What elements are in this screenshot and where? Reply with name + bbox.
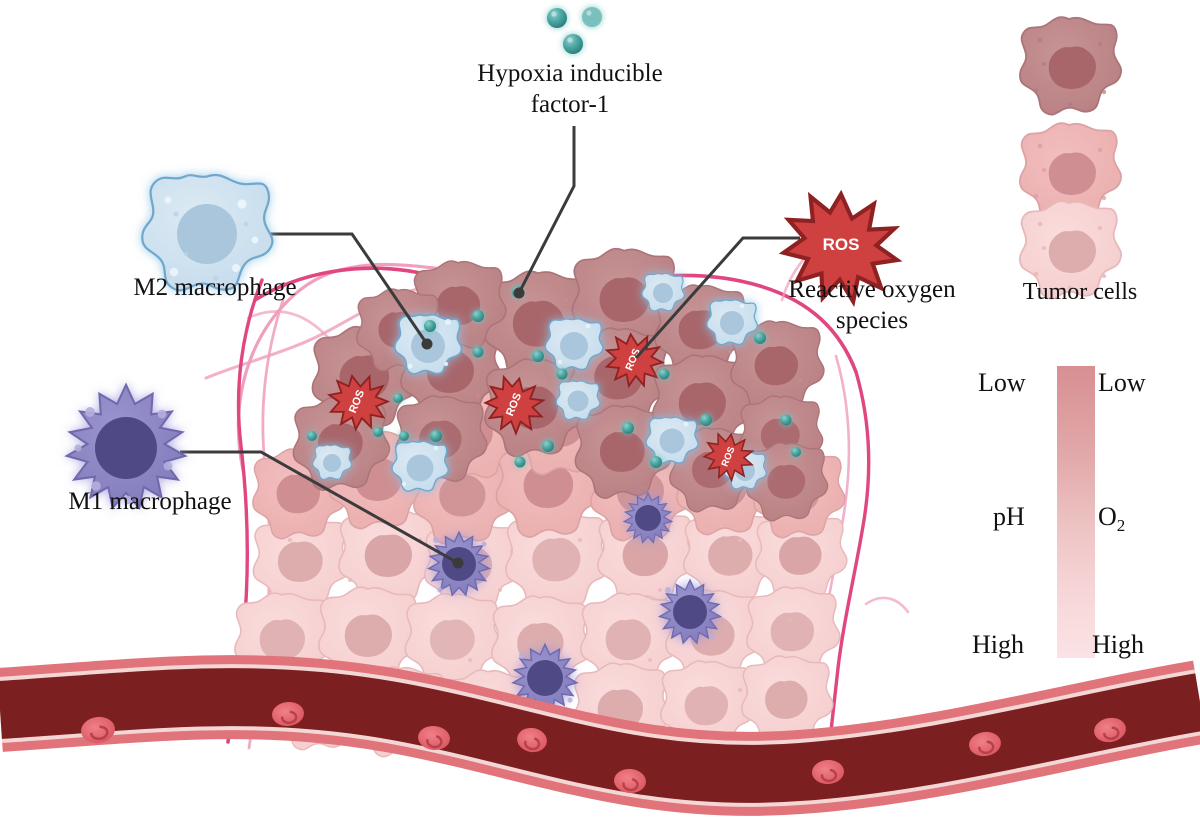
label-reactive-oxygen-species: Reactive oxygen species <box>788 276 956 334</box>
ros-burst-in-tumor-left: ROS <box>322 368 394 437</box>
ros-burst-in-tumor-upper-right: ROS <box>601 329 667 392</box>
red-blood-cells <box>81 701 1126 794</box>
leader-line-m1 <box>180 450 459 565</box>
leader-endpoint-m1 <box>452 557 464 569</box>
leader-lines <box>180 126 800 569</box>
leader-endpoint-hif1 <box>513 287 525 299</box>
label-m2-macrophage: M2 macrophage <box>133 274 297 301</box>
ros-legend-icon: ROS <box>784 194 897 301</box>
ph-o2-gradient-bar <box>1057 366 1095 658</box>
leader-endpoint-m2 <box>421 338 433 350</box>
ros-burst-in-tumor-right: ROS <box>701 430 756 484</box>
m2-macrophage-legend-icon <box>141 173 274 292</box>
label-hypoxia-inducible-factor-1: Hypoxia inducible factor-1 <box>477 60 663 118</box>
gradient-o2-low-label: Low <box>1098 368 1146 397</box>
hif1-dot <box>563 34 583 54</box>
label-m1-macrophage: M1 macrophage <box>68 488 232 515</box>
gradient-o2-axis-label: O2 <box>1098 502 1125 536</box>
tumor-cell-legend-hypoxic <box>1019 16 1123 116</box>
m2-legend-nucleus <box>177 204 237 264</box>
ros-burst-in-tumor-center: ROS <box>480 372 549 439</box>
m1-macrophage-legend-icon <box>65 383 187 509</box>
o2-symbol: O <box>1098 502 1117 531</box>
label-tumor-cells: Tumor cells <box>1022 279 1138 305</box>
gradient-ph-high-label: High <box>972 630 1024 659</box>
gradient-ph-low-label: Low <box>978 368 1026 397</box>
hif1-dot <box>582 7 602 27</box>
o2-subscript: 2 <box>1116 516 1126 536</box>
m1-legend-nucleus <box>95 417 157 479</box>
hif1-dots-in-tumor <box>307 286 801 468</box>
leader-line-hif1 <box>517 126 576 294</box>
gradient-o2-high-label: High <box>1092 630 1144 659</box>
gradient-ph-axis-label: pH <box>993 502 1025 531</box>
ros-legend-text: ROS <box>823 235 860 254</box>
blood-vessel <box>0 655 1200 816</box>
leader-line-m2 <box>268 232 429 345</box>
hif1-dot <box>547 8 567 28</box>
hif1-legend-dot-highlights <box>551 10 592 43</box>
leader-line-ros <box>634 236 800 359</box>
tumor-cell-legend-normoxic <box>1019 200 1123 300</box>
